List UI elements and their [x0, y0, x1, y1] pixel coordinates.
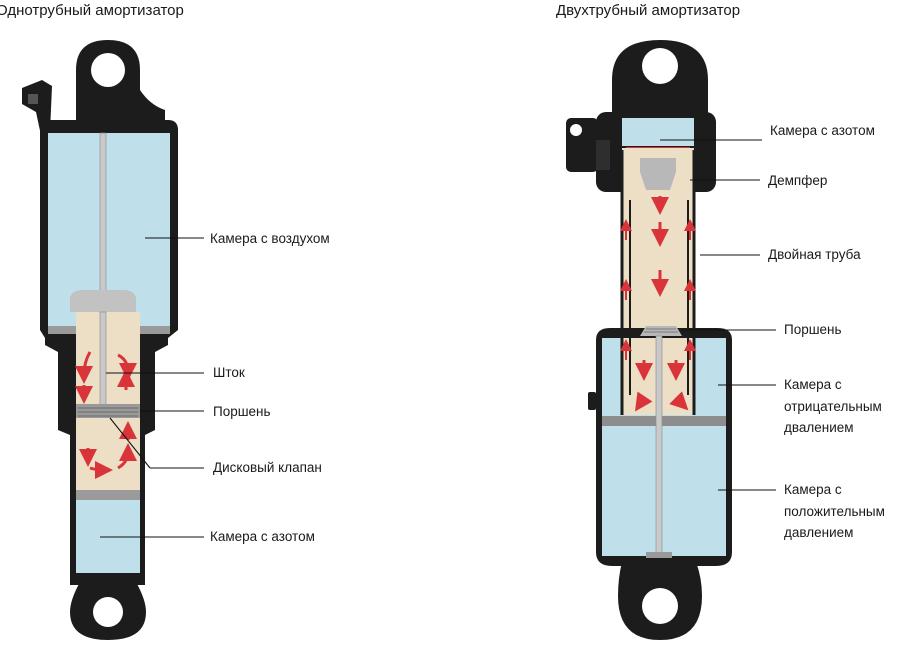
- label-disc-valve: Дисковый клапан: [213, 460, 322, 475]
- label-double-tube: Двойная труба: [768, 247, 861, 262]
- monotube-oil-chamber: [76, 312, 140, 495]
- monotube-air-piston: [70, 290, 136, 312]
- twintube-shock: [566, 40, 732, 640]
- twintube-adjust-knob: [566, 118, 598, 172]
- twintube-rod: [655, 335, 663, 557]
- twintube-flow-arrows: [635, 196, 689, 412]
- label-negative-chamber-3: двалением: [784, 420, 854, 435]
- label-damper: Демпфер: [768, 173, 827, 188]
- twintube-piston: [640, 326, 682, 336]
- monotube-shock: [22, 40, 178, 640]
- label-piston: Поршень: [213, 404, 271, 419]
- label-rod: Шток: [213, 365, 245, 380]
- label-monotube-nitrogen: Камера с азотом: [210, 529, 315, 544]
- label-twintube-nitrogen: Камера с азотом: [770, 123, 875, 138]
- monotube-piston: [76, 404, 140, 418]
- label-negative-chamber-1: Камера с: [784, 377, 842, 392]
- monotube-floating-piston: [76, 490, 140, 500]
- twintube-side-flow: [620, 219, 696, 360]
- label-positive-chamber-2: положительным: [784, 504, 885, 519]
- twintube-nitrogen-chamber: [622, 118, 694, 146]
- twintube-title: Двухтрубный амортизатор: [556, 2, 741, 19]
- label-negative-chamber-2: отрицательным: [784, 399, 882, 414]
- label-air-chamber: Камера с воздухом: [210, 231, 330, 246]
- label-positive-chamber-3: давлением: [784, 525, 853, 540]
- twintube-damper: [640, 158, 676, 190]
- monotube-top-eyelet: [76, 40, 165, 128]
- twintube-positive-chamber: [602, 426, 726, 556]
- twintube-divider: [602, 416, 726, 426]
- twintube-callouts: Камера с азотом Демпфер Двойная труба По…: [660, 123, 885, 540]
- monotube-callouts: Камера с воздухом Шток Поршень Дисковый …: [100, 231, 330, 544]
- label-positive-chamber-1: Камера с: [784, 482, 842, 497]
- monotube-flow-arrows: [75, 351, 137, 479]
- monotube-title: Однотрубный амортизатор: [0, 2, 184, 19]
- label-twintube-piston: Поршень: [784, 322, 842, 337]
